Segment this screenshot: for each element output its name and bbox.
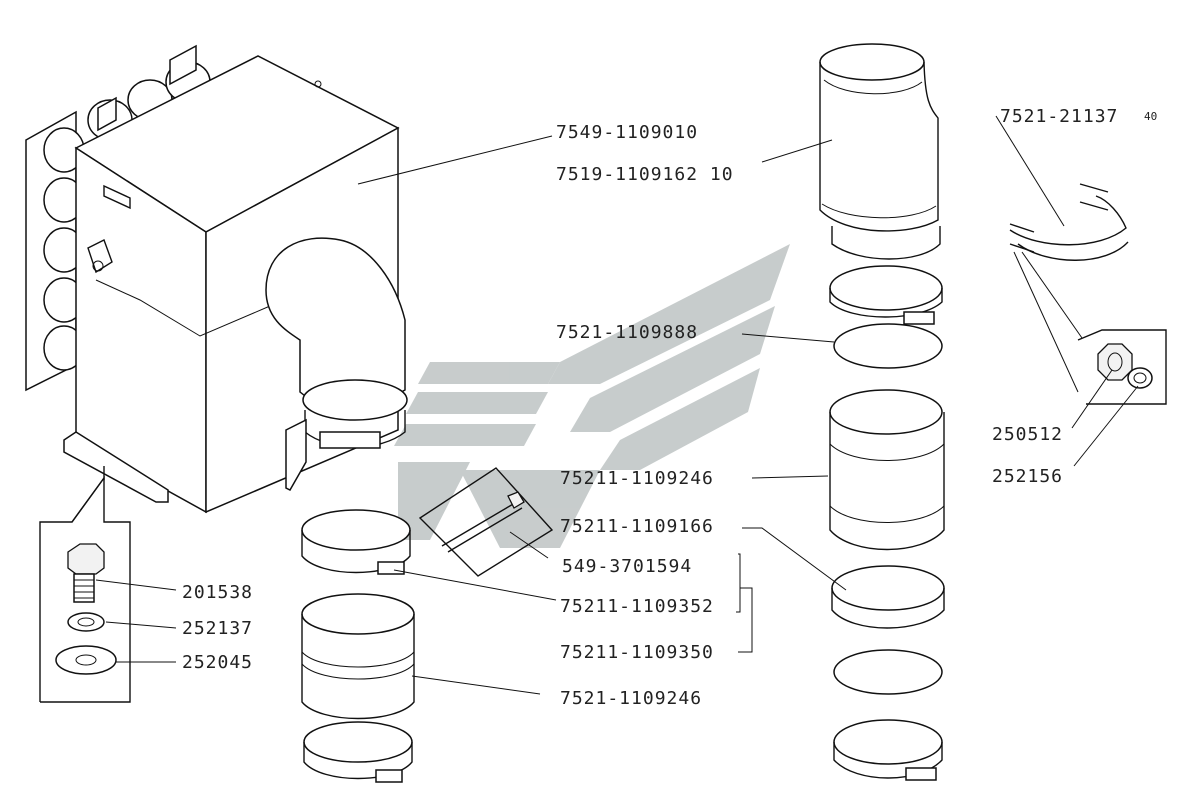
label-clamp-right-mid: 75211-1109166 (560, 516, 714, 537)
part-labels: 7549-1109010 7519-1109162 10 7521-110988… (182, 106, 1157, 709)
label-sleeve-right: 75211-1109246 (560, 468, 714, 489)
label-bolt: 549-3701594 (562, 556, 692, 577)
hex-bolt (67, 543, 105, 603)
lock-washer-shape (67, 612, 105, 632)
left-clamp-bottom (303, 721, 413, 783)
nut-washer-inset (1077, 329, 1167, 405)
left-clamp-top (301, 509, 411, 575)
label-clamp-right-top: 7521-1109888 (556, 322, 698, 343)
label-bracket-bolt: 201538 (182, 582, 253, 603)
label-clamp-left: 75211-1109352 (560, 596, 714, 617)
right-sleeve (829, 389, 945, 551)
right-clamp-bottom (833, 719, 943, 781)
label-sleeve-left: 7521-1109246 (560, 688, 702, 709)
label-flat-washer: 252045 (182, 652, 253, 673)
bolt-inset (418, 467, 554, 577)
heater-assembly (25, 44, 408, 514)
watermark-logo (394, 244, 790, 548)
left-sleeve (301, 593, 415, 720)
label-band-clamp-suffix: 40 (1144, 110, 1157, 123)
band-clamp (1009, 183, 1129, 261)
leader-lines (95, 115, 1139, 695)
inlet-pipe (819, 43, 941, 260)
label-nut: 250512 (992, 424, 1063, 445)
label-clamp-kit: 75211-1109350 (560, 642, 714, 663)
flat-washer-shape (55, 645, 117, 675)
label-heater-assembly: 7549-1109010 (556, 122, 698, 143)
label-lock-washer: 252137 (182, 618, 253, 639)
label-inlet-pipe: 7519-1109162 10 (556, 164, 734, 185)
bracket-hardware-inset (39, 475, 131, 703)
right-clamp-mid (831, 565, 945, 695)
label-washer-small: 252156 (992, 466, 1063, 487)
label-band-clamp: 7521-21137 (1000, 106, 1118, 127)
right-clamp-top (829, 265, 943, 369)
elbow-outlet (265, 237, 408, 449)
